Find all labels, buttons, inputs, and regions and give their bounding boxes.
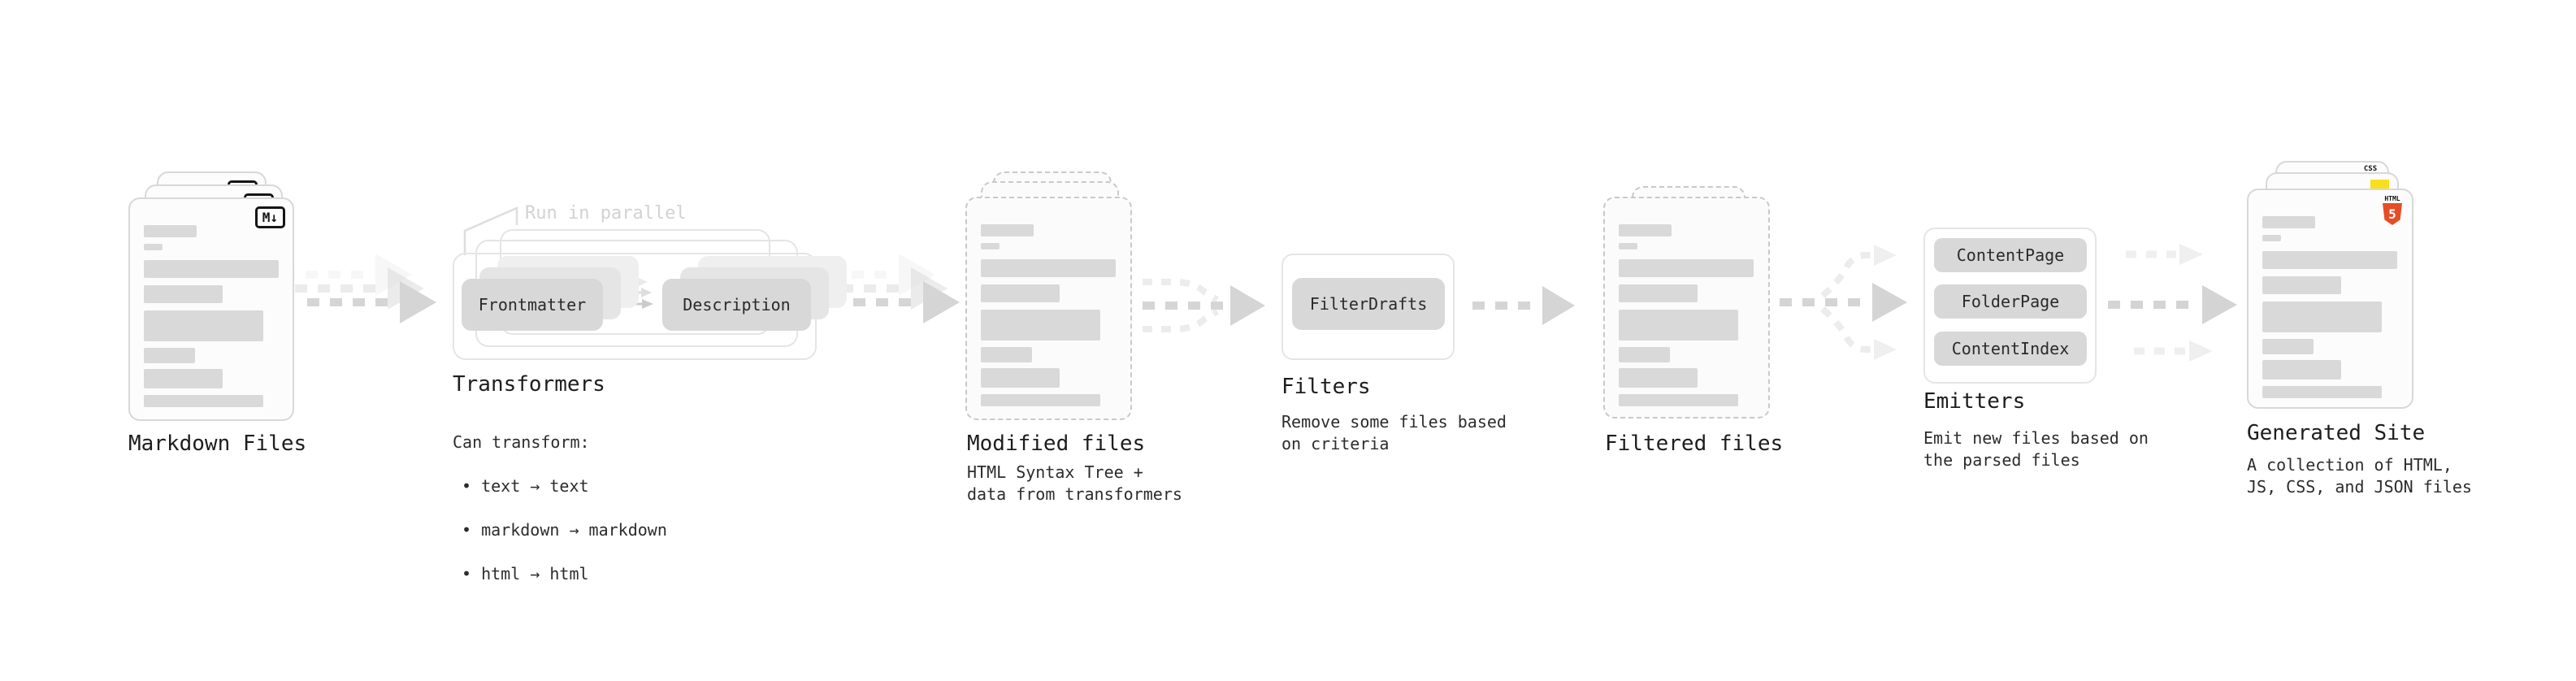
arrow-filtered-to-emitters: [1780, 245, 1907, 360]
js-icon: [2370, 180, 2389, 190]
modified-files-stack: [965, 171, 1160, 423]
transformers-bullet: • markdown → markdown: [462, 520, 667, 540]
arrow-filters-to-filtered: [1472, 286, 1575, 325]
filtered-files-label: Filtered files: [1605, 432, 1784, 456]
transformers-description: Can transform: • text → text • markdown …: [453, 410, 667, 607]
markdown-file-card-front: M↓: [128, 197, 294, 421]
run-in-parallel-annotation: Run in parallel: [525, 203, 687, 223]
emitters-label: Emitters: [1923, 389, 2026, 414]
description-pill: Description: [662, 279, 811, 331]
transformers-bullet: • text → text: [462, 476, 589, 496]
generated-site-description: A collection of HTML, JS, CSS, and JSON …: [2247, 455, 2472, 497]
contentpage-pill: ContentPage: [1934, 238, 2087, 272]
arrow-modified-to-filters: [1143, 279, 1265, 332]
file-content-skeleton: [981, 224, 1116, 406]
markdown-files-label: Markdown Files: [128, 432, 307, 456]
filtered-files-stack: [1603, 186, 1798, 430]
html5-icon-text: HTML: [2384, 195, 2400, 202]
modified-file-card-front: [965, 197, 1132, 420]
file-content-skeleton: [1619, 224, 1754, 406]
transformers-bullet: • html → html: [462, 564, 589, 583]
html-file-card: HTML 5: [2247, 189, 2413, 409]
filters-group: FilterDrafts: [1281, 254, 1455, 360]
modified-files-label: Modified files: [967, 432, 1146, 456]
markdown-files-stack: M↓ M↓ M↓: [128, 171, 323, 423]
transformers-label: Transformers: [453, 372, 605, 397]
transformers-group: Frontmatter Description: [453, 229, 847, 363]
arrow-emitters-to-generated: [2108, 244, 2237, 362]
modified-files-description: HTML Syntax Tree + data from transformer…: [967, 462, 1182, 504]
filtered-file-card-front: [1603, 197, 1770, 419]
filters-label: Filters: [1281, 375, 1371, 399]
filterdrafts-pill: FilterDrafts: [1292, 278, 1445, 330]
emitters-description: Emit new files based on the parsed files: [1923, 428, 2149, 470]
markdown-icon: M↓: [254, 206, 285, 228]
emitters-group: ContentPage FolderPage ContentIndex: [1923, 228, 2097, 384]
html5-icon-number: 5: [2388, 206, 2396, 222]
filters-description: Remove some files based on criteria: [1281, 412, 1507, 453]
file-content-skeleton: [2262, 216, 2397, 398]
frontmatter-pill: Frontmatter: [462, 279, 603, 331]
transformers-desc-title: Can transform:: [453, 432, 590, 452]
css-icon-text: CSS: [2363, 165, 2378, 173]
contentindex-pill: ContentIndex: [1934, 332, 2087, 366]
generated-site-stack: CSS HTML 5: [2247, 161, 2442, 413]
filters-box: [1281, 254, 1455, 360]
html5-icon: HTML 5: [2383, 195, 2402, 225]
file-content-skeleton: [144, 225, 279, 407]
folderpage-pill: FolderPage: [1934, 284, 2087, 319]
generated-site-label: Generated Site: [2247, 421, 2426, 445]
